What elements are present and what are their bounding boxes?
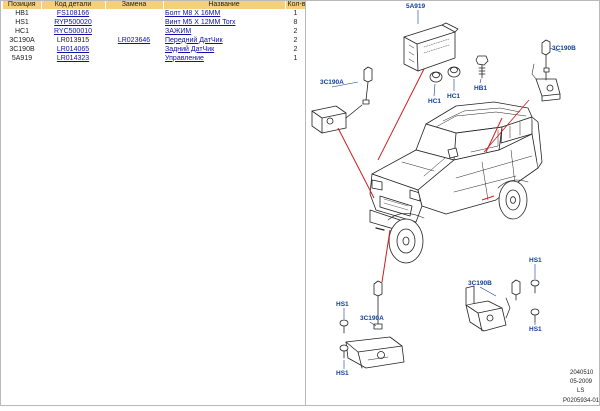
clip-part-2[interactable]: [447, 66, 461, 78]
clip-part-1[interactable]: [429, 71, 443, 83]
label-3c190b-top: 3C190B: [552, 45, 576, 52]
label-3c190b-bottom: 3C190B: [468, 280, 492, 287]
table-row: 5A919 LR014323 Управление 1: [3, 54, 306, 63]
label-pointers: [331, 10, 562, 369]
reference-block: 2040510 05-2009 LS P0205934-01: [563, 370, 600, 404]
leader-lines: [337, 68, 530, 283]
label-hs1-left-bottom: HS1: [336, 370, 349, 377]
table-row: 3C190B LR014065 Задний ДатЧик 2: [3, 45, 306, 54]
parts-panel: Позиция Код детали Замена Название Кол-в…: [3, 1, 307, 63]
bolt-part[interactable]: [475, 55, 489, 79]
screw-part-left-top[interactable]: [339, 319, 349, 334]
panel-divider: [305, 0, 306, 406]
label-hs1-right-top: HS1: [529, 257, 542, 264]
cell-position: 5A919: [11, 54, 33, 62]
control-module-part[interactable]: [403, 22, 459, 72]
cell-position: 3C190A: [9, 36, 35, 44]
front-height-sensor-bottom[interactable]: [345, 280, 405, 369]
part-name-link[interactable]: Болт М8 X 16ММ: [165, 9, 221, 17]
table-row: HC1 RYC500010 ЗАЖИМ 2: [3, 27, 306, 36]
label-5a919: 5A919: [406, 3, 426, 10]
part-name-link[interactable]: Управление: [165, 54, 204, 62]
part-name-link[interactable]: Передний ДатЧик: [165, 36, 223, 44]
parts-table: Позиция Код детали Замена Название Кол-в…: [3, 1, 307, 63]
part-name-link[interactable]: Винт М5 X 12ММ Torx: [165, 18, 236, 26]
cell-quantity: 2: [293, 45, 298, 53]
cell-quantity: 2: [293, 36, 298, 44]
cell-quantity: 1: [293, 54, 298, 62]
screw-part-right-top[interactable]: [530, 279, 540, 294]
reference-number: 2040510: [570, 370, 594, 376]
cell-position: HC1: [14, 27, 29, 35]
replacement-link[interactable]: LR023646: [117, 36, 151, 44]
header-quantity: Кол-во: [285, 1, 307, 9]
header-replacement: Замена: [105, 1, 164, 9]
label-hs1-right-bottom: HS1: [529, 326, 542, 333]
part-code-link[interactable]: RYC500010: [53, 27, 92, 35]
cell-quantity: 2: [293, 27, 298, 35]
label-hb1: HB1: [474, 85, 487, 92]
table-row: HB1 FS108166 Болт М8 X 16ММ 1: [3, 9, 306, 18]
front-height-sensor-left[interactable]: [311, 66, 373, 134]
screw-part-right-bottom[interactable]: [530, 308, 540, 323]
callout-labels: 5A919 HC1 HC1 HB1 3C190B 3C190A 3C190A 3…: [320, 3, 576, 377]
part-name-link[interactable]: ЗАЖИМ: [165, 27, 192, 35]
label-hc1-a: HC1: [428, 98, 441, 105]
header-position: Позиция: [3, 1, 42, 9]
reference-date: 05-2009: [570, 379, 593, 385]
screw-part-left-bottom[interactable]: [339, 344, 349, 359]
part-code-link[interactable]: LR014323: [56, 54, 90, 62]
rear-height-sensor-bottom[interactable]: [465, 279, 521, 332]
cell-position: 3C190B: [9, 45, 35, 53]
table-row: 3C190A LR013915 LR023646 Передний ДатЧик…: [3, 36, 306, 45]
rear-height-sensor-top[interactable]: [531, 39, 561, 102]
table-header-row: Позиция Код детали Замена Название Кол-в…: [3, 1, 307, 9]
cell-position: HS1: [15, 18, 29, 26]
part-name-link[interactable]: Задний ДатЧик: [165, 45, 215, 53]
label-hc1-b: HC1: [447, 93, 460, 100]
reference-plate: P0205934-01: [563, 398, 600, 404]
reference-code: LS: [577, 388, 584, 394]
cell-position: HB1: [15, 9, 29, 17]
part-code-link[interactable]: RYP500020: [54, 18, 92, 26]
cell-quantity: 1: [293, 9, 298, 17]
vehicle-body: [369, 101, 543, 264]
header-part-code: Код детали: [41, 1, 106, 9]
part-code-link[interactable]: FS108166: [56, 9, 90, 17]
parts-diagram: 5A919 HC1 HC1 HB1 3C190B 3C190A 3C190A 3…: [306, 0, 600, 406]
table-row: HS1 RYP500020 Винт М5 X 12ММ Torx 8: [3, 18, 306, 27]
cell-quantity: 8: [293, 18, 298, 26]
label-3c190a-bottom: 3C190A: [360, 315, 384, 322]
header-name: Название: [163, 1, 286, 9]
label-hs1-left-top: HS1: [336, 301, 349, 308]
cell-part-code: LR013915: [56, 36, 90, 44]
part-code-link[interactable]: LR014065: [56, 45, 90, 53]
label-3c190a-left: 3C190A: [320, 79, 344, 86]
